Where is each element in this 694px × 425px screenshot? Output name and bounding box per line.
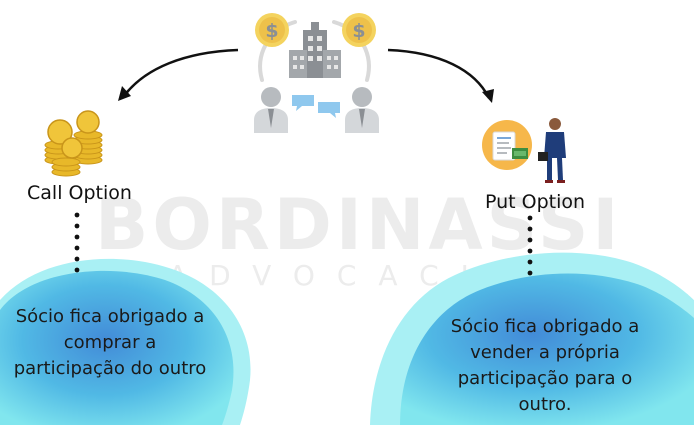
put-dotted-connector — [527, 215, 533, 276]
svg-text:$: $ — [352, 20, 365, 42]
negotiation-icon: $ $ — [254, 13, 379, 133]
call-option-blob — [0, 258, 251, 425]
contract-businessman-icon — [482, 118, 566, 183]
contract-icon — [492, 131, 516, 161]
call-dotted-connector — [74, 212, 80, 273]
cash-icon — [512, 148, 528, 159]
put-option-title: Put Option — [485, 191, 586, 213]
dollar-coin-left-icon: $ — [255, 13, 289, 47]
speech-bubbles-icon — [292, 95, 340, 118]
arrow-to-call — [118, 48, 239, 101]
person-left-icon — [254, 87, 288, 133]
person-right-icon — [345, 87, 379, 133]
put-option-description: Sócio fica obrigado a vender a própria p… — [450, 316, 640, 415]
put-option-blob — [370, 252, 694, 425]
call-option-description: Sócio fica obrigado a comprar a particip… — [13, 306, 207, 379]
watermark-brand: BORDINASSI — [95, 184, 623, 266]
arrow-to-put — [387, 48, 494, 103]
coin-stacks-icon — [44, 110, 103, 177]
building-icon — [289, 22, 341, 78]
svg-text:$: $ — [265, 20, 278, 42]
dollar-coin-right-icon: $ — [342, 13, 376, 47]
businessman-icon — [538, 118, 566, 183]
call-option-title: Call Option — [27, 182, 132, 204]
